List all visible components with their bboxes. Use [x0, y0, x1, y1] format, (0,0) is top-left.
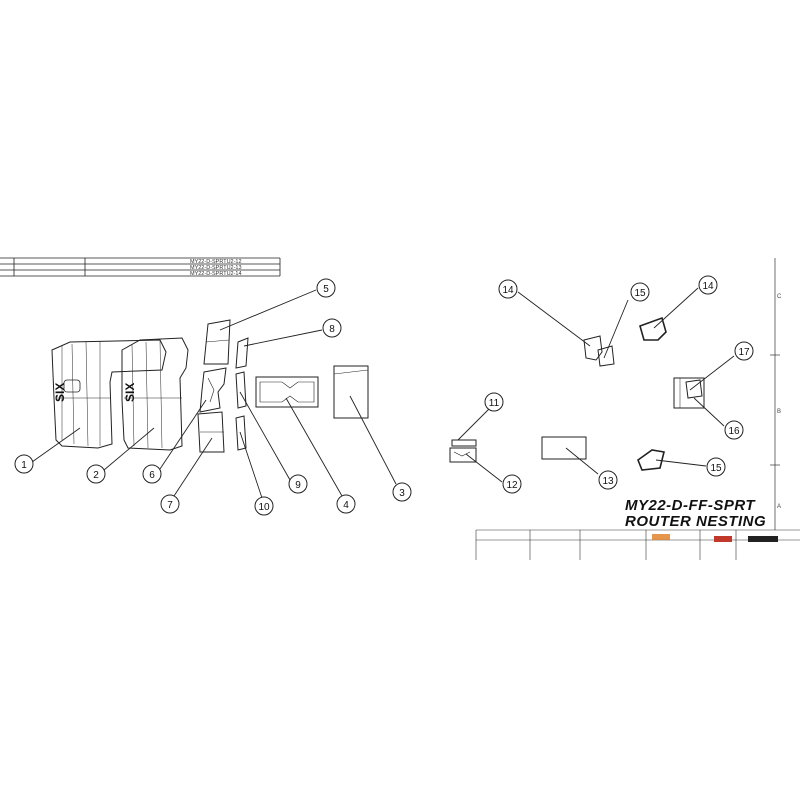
callout-label: 12 [506, 480, 518, 491]
part-1-shape [51, 339, 167, 449]
drawing-title: MY22-D-FF-SPRT [625, 497, 756, 514]
part-15-shape [637, 449, 665, 471]
zone-label: A [777, 504, 781, 510]
part-4-shape [255, 376, 319, 408]
callout-label: 14 [502, 285, 514, 296]
callout-label: 14 [702, 281, 714, 292]
zone-label: C [777, 294, 782, 300]
callout-label: 9 [295, 480, 301, 491]
callout-label: 3 [399, 488, 405, 499]
callout-label: 11 [489, 398, 500, 409]
title-block [475, 529, 800, 560]
part-16-shape [673, 377, 705, 409]
bom-row-part: MY22-D-SPRTU2-14 [190, 271, 242, 277]
bom-row-part: MY22-D-SPRTU2-12 [190, 259, 242, 265]
part-3-shape [333, 365, 369, 419]
callout-label: 13 [602, 476, 614, 487]
part-12-shape [449, 447, 477, 463]
zone-label: B [777, 409, 781, 415]
callout-label: 10 [258, 502, 270, 513]
part-2-logo: SIX [123, 383, 137, 402]
bom-row-part: MY22-D-SPRTU2-13 [190, 265, 242, 271]
part-11-shape [451, 439, 477, 447]
part-17-shape [685, 379, 703, 399]
title-block-logo [652, 534, 778, 542]
drawing-subtitle: ROUTER NESTING [625, 513, 767, 530]
part-1-logo: SIX [53, 383, 67, 402]
part-9-shape [235, 371, 247, 409]
sheet-border [770, 258, 780, 530]
part-13-shape [541, 436, 587, 460]
bom-table [0, 257, 281, 277]
part-8-shape [235, 337, 249, 369]
part-6-shape [199, 367, 227, 413]
callout-label: 16 [728, 426, 740, 437]
part-5-shape [203, 319, 231, 365]
part-14-shape [639, 316, 667, 341]
callout-label: 17 [738, 347, 750, 358]
callout-label: 6 [149, 470, 155, 481]
callout-circles [14, 275, 754, 516]
callout-label: 5 [323, 284, 329, 295]
part-7-shape [197, 411, 225, 453]
callout-label: 7 [167, 500, 173, 511]
callout-label: 2 [93, 470, 99, 481]
callout-label: 1 [21, 460, 27, 471]
callout-label: 15 [634, 288, 646, 299]
part-10-shape [235, 415, 247, 451]
leader-lines [31, 287, 735, 499]
callout-label: 8 [329, 324, 335, 335]
callout-label: 4 [343, 500, 349, 511]
part-2-shape [121, 337, 189, 451]
part-15-shape [597, 345, 615, 367]
callout-label: 15 [710, 463, 722, 474]
